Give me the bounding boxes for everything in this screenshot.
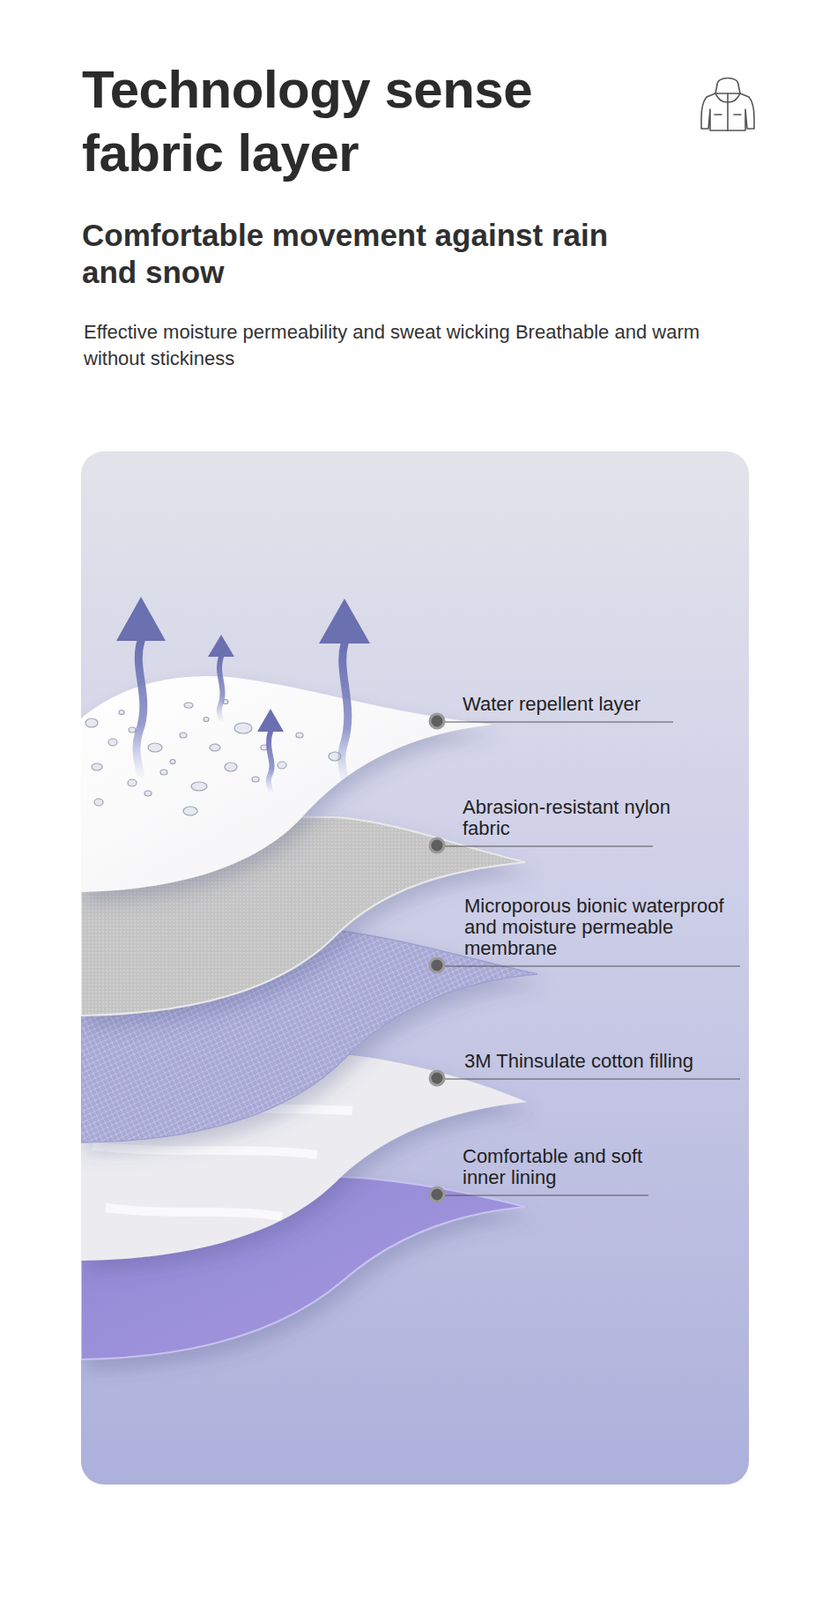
callout-dots	[429, 713, 445, 1201]
layer-label: Abrasion-resistant nylon fabric	[462, 796, 675, 839]
description-text: Effective moisture permeability and swea…	[83, 318, 736, 372]
subtitle: Comfortable movement against rain and sn…	[81, 216, 611, 291]
vapour-arrows	[116, 596, 371, 793]
layer-label: Comfortable and soft inner lining	[462, 1145, 675, 1188]
layer-label: 3M Thinsulate cotton filling	[464, 1050, 745, 1072]
layer-label: Water repellent layer	[462, 693, 727, 715]
layer-label: Microporous bionic waterproof and moistu…	[464, 895, 729, 959]
water-droplets	[85, 699, 341, 816]
panel-background	[81, 451, 749, 1484]
page-title: Technology sense fabric layer	[81, 58, 629, 186]
jacket-icon	[701, 78, 755, 132]
leader-lines	[443, 721, 741, 1195]
